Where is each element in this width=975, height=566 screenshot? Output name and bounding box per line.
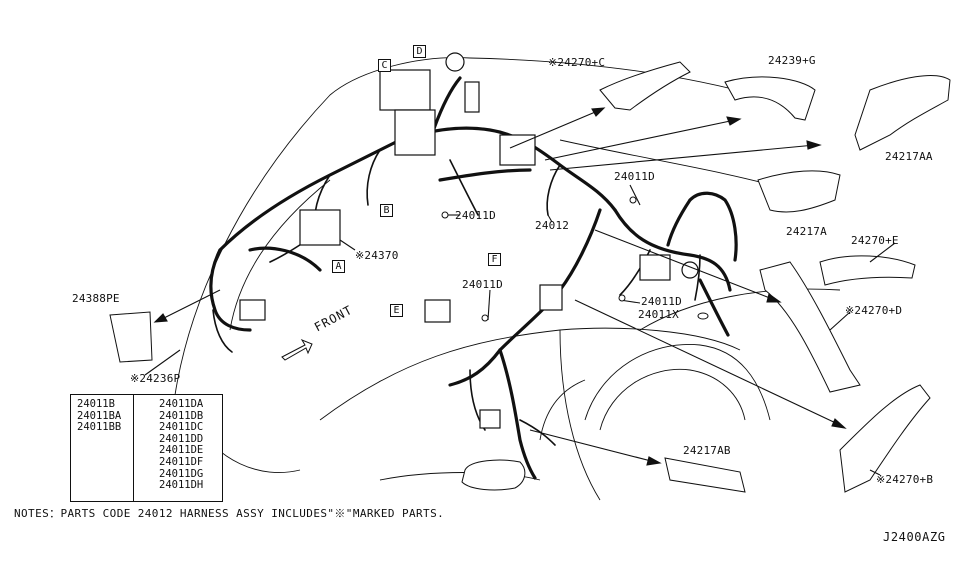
vehicle-body-outline xyxy=(174,57,841,501)
legend-item: 24011DA xyxy=(159,398,204,410)
legend-item: 24011DC xyxy=(159,421,204,434)
notes-text: NOTES：PARTS CODE 24012 HARNESS ASSY INCL… xyxy=(14,507,445,520)
connector-f xyxy=(539,284,563,311)
front-arrow xyxy=(281,338,313,361)
label-24270c: ※24270+C xyxy=(548,56,606,69)
label-24270d: ※24270+D xyxy=(845,304,903,317)
label-24011d-mid: 24011D xyxy=(455,209,496,222)
legend-item: 24011DB xyxy=(159,409,204,422)
bracket-24270c xyxy=(599,61,691,111)
label-24217ab: 24217AB xyxy=(683,444,731,457)
connector-right xyxy=(639,254,671,281)
bracket-24270b xyxy=(839,384,931,493)
connectors xyxy=(239,52,699,429)
junction-block-b xyxy=(394,109,436,156)
section-box-f: F xyxy=(488,253,501,266)
section-box-b: B xyxy=(380,204,393,217)
label-24011d-right: 24011D xyxy=(641,295,682,308)
bracket-24388pe xyxy=(109,311,153,363)
legend-item: 24011BB xyxy=(77,421,122,434)
label-24011x: 24011X xyxy=(638,308,679,321)
lower-lamp-housing xyxy=(461,459,526,491)
label-24236p: ※24236P xyxy=(130,372,181,385)
label-24270e: 24270+E xyxy=(851,234,899,247)
section-box-d: D xyxy=(413,45,426,58)
junction-block-c xyxy=(379,69,431,111)
relay-box xyxy=(299,209,341,246)
bracket-24270e xyxy=(819,255,916,286)
legend-item: 24011DF xyxy=(159,455,204,468)
label-24011d-left: 24011D xyxy=(462,278,503,291)
bracket-24217a xyxy=(757,170,841,213)
grommet xyxy=(445,52,465,72)
label-24217a: 24217A xyxy=(786,225,827,238)
connector-top xyxy=(464,81,480,113)
bracket-24217aa xyxy=(854,74,951,151)
section-box-c: C xyxy=(378,59,391,72)
legend-item: 24011DG xyxy=(159,467,204,480)
housing-shapes xyxy=(109,61,951,493)
legend-left-column: 24011B 24011BA 24011BB xyxy=(77,398,122,434)
bracket-24217ab xyxy=(664,457,746,493)
fastener-legend: 24011B 24011BA 24011BB 24011DA 24011DB 2… xyxy=(70,394,223,502)
legend-item: 24011DH xyxy=(159,479,204,492)
legend-item: 24011DE xyxy=(159,444,204,457)
legend-divider xyxy=(133,395,134,501)
label-24011d-top: 24011D xyxy=(614,170,655,183)
legend-right-column: 24011DA 24011DB 24011DC 24011DD 24011DE … xyxy=(159,398,204,492)
label-24270b: ※24270+B xyxy=(876,473,934,486)
label-24370: ※24370 xyxy=(355,249,399,262)
legend-item: 24011BA xyxy=(77,409,122,422)
leader-arrows xyxy=(144,107,896,476)
label-24217aa: 24217AA xyxy=(885,150,933,163)
diagram-code: J2400AZG xyxy=(883,530,946,544)
branch-wires xyxy=(212,149,701,446)
label-24239g: 24239+G xyxy=(768,54,816,67)
label-24388pe: 24388PE xyxy=(72,292,120,305)
section-box-a: A xyxy=(332,260,345,273)
bracket-24270d xyxy=(759,261,861,393)
bracket-24239g xyxy=(724,76,816,121)
legend-item: 24011DD xyxy=(159,432,204,445)
connector-left xyxy=(239,299,266,321)
connector-lower xyxy=(479,409,501,429)
connector-e xyxy=(424,299,451,323)
section-box-e: E xyxy=(390,304,403,317)
legend-item: 24011B xyxy=(77,398,115,410)
label-24012: 24012 xyxy=(535,219,570,232)
